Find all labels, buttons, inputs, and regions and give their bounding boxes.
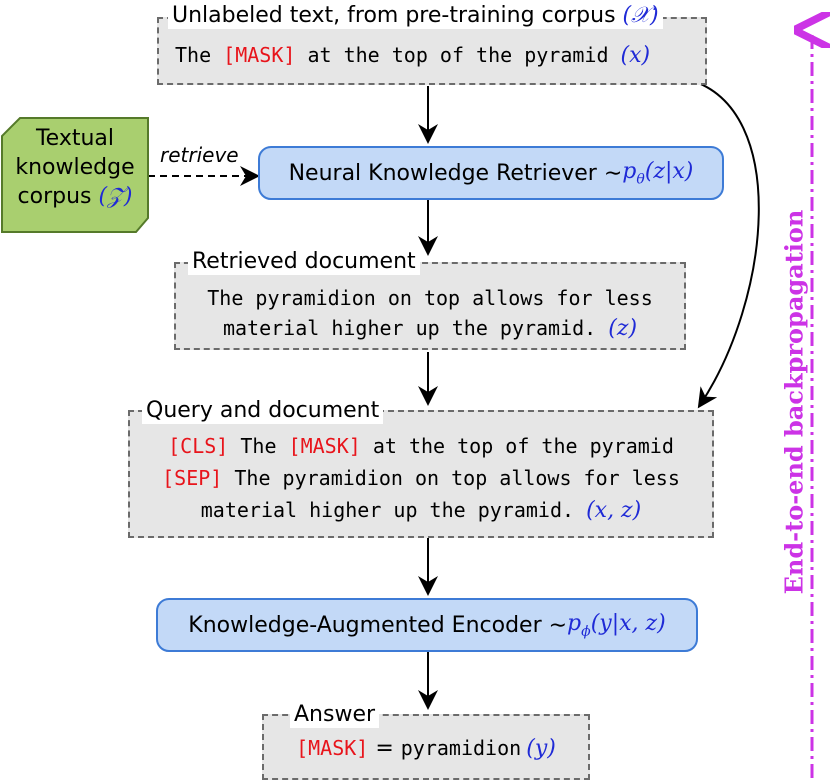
query-text-d: material higher up the pyramid. — [200, 498, 575, 522]
corpus-x-symbol: (𝒳) — [622, 3, 659, 28]
retrieved-caption: Retrieved document — [188, 249, 420, 275]
answer-equals: = — [368, 736, 401, 761]
query-text-c: The pyramidion on top allows for less — [222, 466, 680, 490]
retriever-formula: pθ(z|x) — [622, 158, 694, 188]
unlabeled-text-start: The — [175, 43, 224, 67]
unlabeled-caption-text: Unlabeled text, from pre-training corpus — [172, 3, 616, 28]
answer-line: [MASK] = pyramidion (y) — [264, 736, 588, 761]
retrieve-label: retrieve — [160, 143, 239, 167]
answer-mask-token: [MASK] — [296, 736, 369, 760]
knowledge-augmented-encoder: Knowledge-Augmented Encoder ∼ pϕ(y|x, z) — [156, 598, 698, 652]
backprop-label: End-to-end backpropagation — [779, 209, 809, 595]
sep-token: [SEP] — [162, 466, 223, 490]
unlabeled-text-end: at the top of the pyramid — [295, 43, 609, 67]
query-symbol: (x, z) — [586, 498, 642, 523]
query-caption: Query and document — [142, 398, 384, 424]
corpus-z-symbol: (𝒵) — [98, 184, 133, 209]
query-mask-token: [MASK] — [288, 434, 361, 458]
encoder-label: Knowledge-Augmented Encoder ∼ — [188, 612, 568, 638]
cls-token: [CLS] — [168, 434, 229, 458]
retrieved-document-box: The pyramidion on top allows for less ma… — [174, 262, 686, 350]
answer-box: [MASK] = pyramidion (y) — [262, 714, 590, 780]
query-line-2: [SEP] The pyramidion on top allows for l… — [130, 466, 712, 490]
query-text-a: The — [228, 434, 289, 458]
corpus-line-1: Textual — [35, 126, 115, 151]
neural-knowledge-retriever: Neural Knowledge Retriever ∼ pθ(z|x) — [258, 146, 724, 200]
mask-token: [MASK] — [223, 43, 296, 67]
knowledge-corpus: Textual knowledge corpus (𝒵) — [2, 120, 148, 232]
corpus-line-2: knowledge — [15, 155, 135, 180]
corpus-shape — [1, 117, 149, 233]
query-line-1: [CLS] The [MASK] at the top of the pyram… — [130, 434, 712, 458]
query-line-3: material higher up the pyramid. (x, z) — [130, 498, 712, 523]
answer-value: pyramidion — [400, 736, 522, 760]
retrieved-line-1: The pyramidion on top allows for less — [207, 286, 653, 310]
query-document-box: [CLS] The [MASK] at the top of the pyram… — [128, 410, 714, 538]
document-symbol: (z) — [608, 316, 638, 341]
answer-caption: Answer — [290, 702, 380, 728]
answer-symbol: (y) — [526, 736, 556, 761]
encoder-formula: pϕ(y|x, z) — [567, 610, 666, 640]
retrieved-line-2-wrap: material higher up the pyramid. (z) — [176, 316, 684, 341]
corpus-line-3-wrap: corpus (𝒵) — [2, 182, 148, 211]
retrieved-line-2: material higher up the pyramid. — [222, 316, 597, 340]
arrow-input-to-query-curve — [689, 79, 760, 409]
retriever-label: Neural Knowledge Retriever ∼ — [288, 160, 623, 186]
unlabeled-caption: Unlabeled text, from pre-training corpus… — [168, 3, 663, 29]
query-text-b: at the top of the pyramid — [360, 434, 674, 458]
corpus-line-3: corpus — [17, 184, 99, 209]
input-symbol: (x) — [620, 43, 651, 68]
